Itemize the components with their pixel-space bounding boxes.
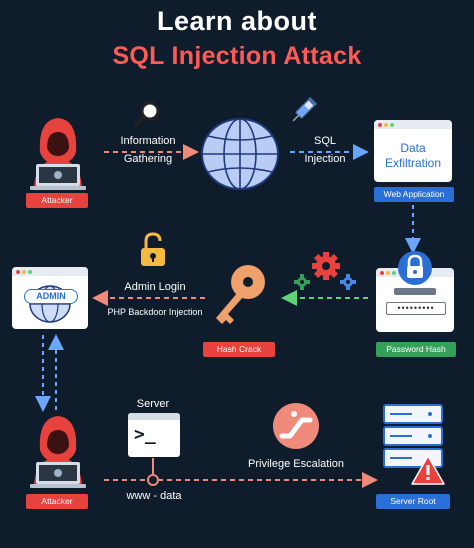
attacker-bottom	[12, 410, 104, 490]
closed-padlock-icon	[398, 251, 432, 285]
www-data-label: www - data	[126, 490, 182, 502]
magnifier-icon	[134, 101, 160, 127]
syringe-icon	[292, 96, 318, 122]
title-line-2: SQL Injection Attack	[112, 42, 362, 70]
hooded-hacker-icon	[30, 118, 86, 190]
server-root-label: Server Root	[376, 494, 450, 509]
title-line-1: Learn about	[156, 6, 317, 36]
server-rack-icon	[383, 404, 443, 468]
terminal-titlebar	[128, 413, 180, 420]
globe-icon	[201, 118, 279, 190]
gears-icon	[294, 252, 356, 290]
information-gathering-line1: Information	[120, 135, 176, 147]
attacker-bottom-label: Attacker	[26, 494, 88, 509]
data-exfiltration-line1: Data	[400, 141, 426, 155]
sql-injection-line1: SQL	[313, 135, 336, 147]
terminal-icon: >_	[128, 413, 180, 457]
terminal-prompt: >_	[134, 424, 156, 445]
server-node	[147, 474, 159, 486]
window-titlebar	[374, 120, 452, 129]
warning-icon	[411, 455, 445, 485]
hash-line	[394, 288, 436, 295]
information-gathering-line2: Gathering	[123, 153, 173, 165]
window-titlebar	[12, 267, 88, 276]
attacker-top	[12, 112, 104, 192]
sql-injection-line2: Injection	[304, 153, 346, 165]
password-dots: •••••••••	[386, 302, 446, 315]
admin-badge: ADMIN	[24, 289, 78, 304]
escalator-icon	[273, 403, 319, 449]
hooded-hacker-icon	[30, 416, 86, 488]
key-icon	[216, 265, 265, 324]
web-application-card: Data Exfiltration	[374, 120, 452, 182]
open-padlock-icon	[141, 232, 165, 266]
attacker-top-label: Attacker	[26, 193, 88, 208]
admin-panel-card: ADMIN	[12, 267, 88, 329]
server-label: Server	[136, 398, 170, 410]
web-application-label: Web Application	[374, 187, 454, 202]
privilege-escalation-label: Privilege Escalation	[248, 458, 344, 470]
hash-crack-label: Hash Crack	[203, 342, 275, 357]
admin-login-label: Admin Login	[124, 281, 186, 293]
php-backdoor-label: PHP Backdoor Injection	[107, 307, 203, 317]
password-hash-label: Password Hash	[376, 342, 456, 357]
data-exfiltration-line2: Exfiltration	[384, 156, 442, 170]
